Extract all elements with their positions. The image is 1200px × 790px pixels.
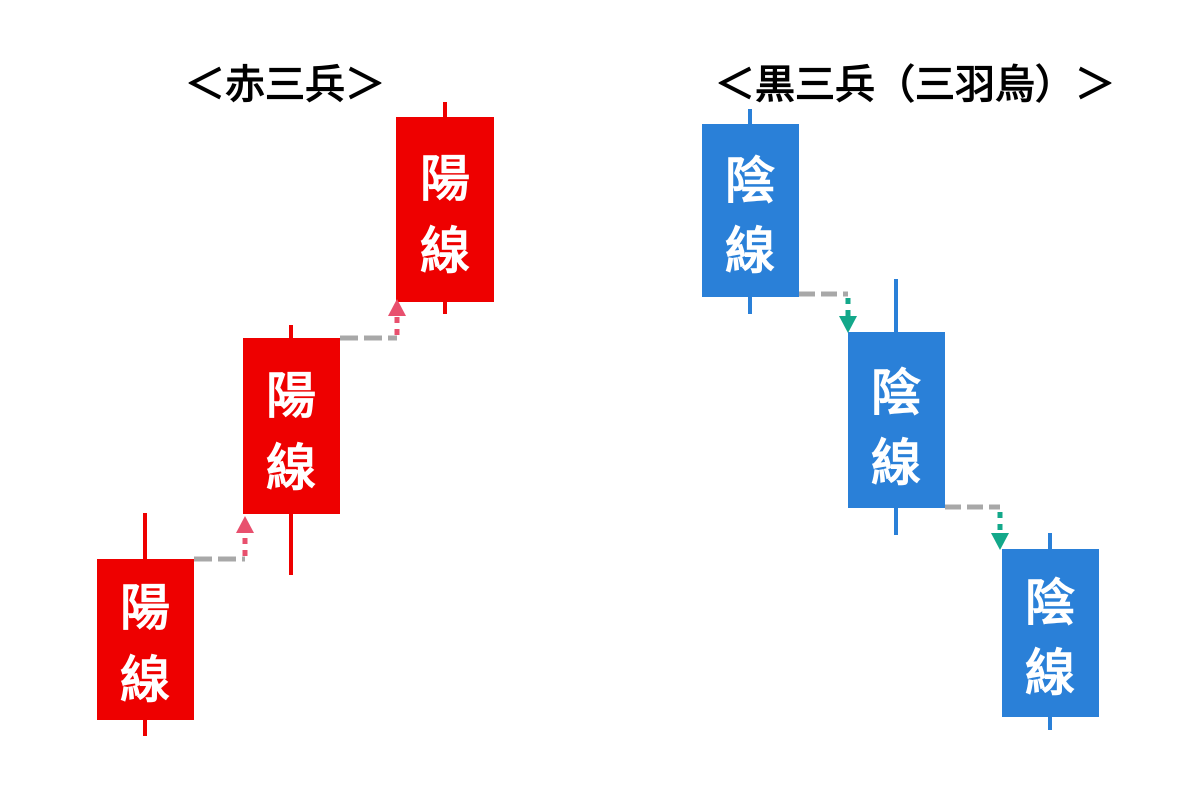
- down-arrow-icon: [839, 316, 857, 333]
- candle-label: 線: [725, 222, 775, 280]
- down-connector-1: [799, 291, 857, 333]
- bullish-candle-2: 陽 線: [243, 325, 340, 575]
- candle-label: 陽: [120, 579, 170, 637]
- candle-label: 線: [120, 651, 170, 709]
- up-arrow-icon: [388, 299, 406, 316]
- candle-label: 陽: [420, 150, 470, 208]
- down-arrow-icon: [991, 533, 1009, 550]
- title-red-three-soldiers: ＜赤三兵＞: [185, 62, 385, 108]
- candle-label: 陰: [725, 152, 775, 210]
- candle-label: 線: [871, 434, 921, 492]
- candle-label: 線: [420, 222, 470, 280]
- candle-label: 陽: [266, 367, 316, 425]
- up-connector-1: [194, 516, 254, 562]
- bearish-candle-1: 陰 線: [702, 109, 799, 314]
- title-three-black-crows: ＜黒三兵（三羽烏）＞: [715, 62, 1115, 108]
- bearish-candle-2: 陰 線: [848, 279, 945, 535]
- bearish-candle-3: 陰 線: [1002, 533, 1099, 730]
- candle-label: 線: [1025, 644, 1075, 702]
- candle-label: 陰: [871, 364, 921, 422]
- up-arrow-icon: [236, 516, 254, 533]
- bullish-candle-1: 陽 線: [97, 513, 194, 736]
- down-connector-2: [945, 504, 1009, 550]
- bullish-candle-3: 陽 線: [396, 102, 494, 314]
- candle-label: 線: [266, 439, 316, 497]
- up-connector-2: [340, 299, 406, 341]
- candle-label: 陰: [1025, 574, 1075, 632]
